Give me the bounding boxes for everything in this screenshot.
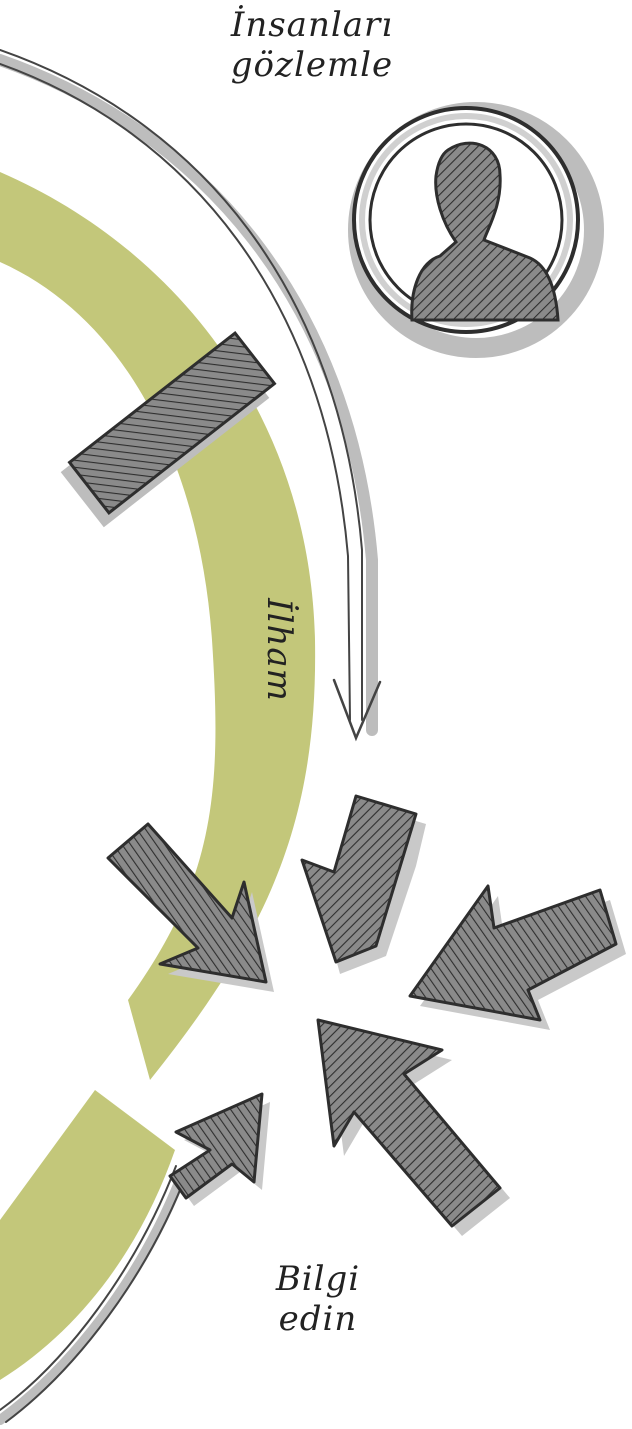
arrow-icon (316, 1018, 510, 1236)
observe-label-line1: İnsanları (230, 5, 393, 45)
arrow-icon (168, 1092, 270, 1206)
person-silhouette-icon (410, 141, 560, 322)
observe-label-line2: gözlemle (231, 45, 393, 85)
gather-flow-line (0, 1165, 189, 1425)
gather-label-line1: Bilgi (275, 1259, 360, 1299)
inspiration-label: İlham (259, 597, 299, 702)
magnifying-glass-icon (60, 102, 604, 528)
observe-flow-arrow (0, 49, 382, 742)
arrow-icon (106, 822, 274, 992)
inspiration-band (0, 172, 316, 1380)
arrow-icon (300, 794, 426, 974)
arrow-icon (408, 884, 626, 1030)
gather-label-line2: edin (279, 1299, 358, 1339)
